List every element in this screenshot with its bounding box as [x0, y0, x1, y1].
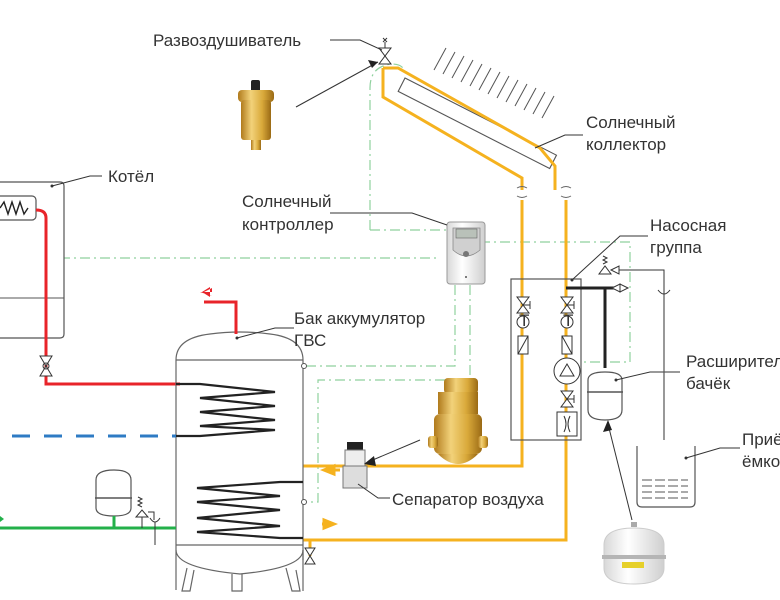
heat-exchanger-icon	[0, 199, 29, 217]
expansion-leader	[615, 371, 680, 381]
controller-label-2: контроллер	[242, 215, 334, 234]
boiler-hot-pipe	[35, 208, 180, 386]
receiver-leader	[685, 447, 740, 459]
flow-arrow-right-icon	[322, 517, 339, 531]
hot-water-outlet	[204, 300, 238, 334]
inlet-arrow-icon	[0, 516, 4, 522]
expansion-vessel	[587, 371, 623, 421]
boiler-leader	[51, 175, 102, 187]
air-vent-label: Развоздушиватель	[153, 31, 301, 50]
pump-group-label-2: группа	[650, 238, 702, 257]
boiler-valve-icon	[39, 355, 53, 377]
sensor-bottom	[301, 499, 307, 505]
air-separator-image	[428, 378, 488, 464]
receiver-label-2: ёмкость	[742, 452, 780, 471]
upper-coil	[176, 382, 276, 438]
solar-collector-label-2: коллектор	[586, 135, 666, 154]
air-vent-image	[238, 80, 274, 150]
small-expansion-vessel	[95, 469, 132, 528]
safety-valve-icon	[134, 496, 161, 545]
collector-leader	[534, 134, 583, 149]
air-vent-leader	[330, 39, 383, 51]
solar-collector-label-1: Солнечный	[586, 113, 676, 132]
boiler	[0, 181, 65, 339]
sun-rays	[433, 47, 555, 119]
air-vent-valve-symbol	[378, 37, 392, 65]
safety-group	[598, 255, 671, 308]
control-wiring	[0, 63, 631, 503]
sensor-top	[301, 363, 307, 369]
expansion-label-1: Расширительный	[686, 352, 780, 371]
pump-group-leader	[571, 235, 648, 281]
pump-group-fittings	[516, 296, 581, 437]
pump-group	[510, 278, 615, 441]
controller-label-1: Солнечный	[242, 192, 332, 211]
boiler-label: Котёл	[108, 167, 154, 186]
air-separator-symbol	[342, 442, 368, 489]
solar-collector	[397, 77, 558, 170]
separator-leader	[357, 483, 390, 499]
separator-pointer	[367, 439, 421, 463]
thermometer-label: T	[519, 311, 529, 330]
hot-water-arrow-icon	[200, 287, 212, 297]
expansion-vessel-image	[602, 522, 666, 585]
tank-label-2: ГВС	[294, 331, 326, 350]
expansion-label-2: бачёк	[686, 374, 731, 393]
thermometer-label: T	[563, 311, 573, 330]
air-vent-pointer	[295, 61, 379, 108]
pump-group-label-1: Насосная	[650, 216, 726, 235]
receiver-tank	[636, 446, 696, 508]
controller-leader	[330, 212, 448, 226]
storage-tank	[175, 331, 304, 592]
solar-controller	[446, 221, 486, 285]
air-separator-label: Сепаратор воздуха	[392, 490, 544, 509]
expansion-image-pointer	[607, 423, 633, 521]
drain-valve-icon	[304, 547, 316, 565]
receiver-label-1: Приёмная	[742, 430, 780, 449]
tank-leader	[236, 327, 294, 339]
tank-label-1: Бак аккумулятор	[294, 309, 425, 328]
lower-coil	[196, 480, 303, 540]
pipe-break-symbols	[516, 186, 572, 198]
flow-arrow-left-icon	[319, 463, 340, 477]
